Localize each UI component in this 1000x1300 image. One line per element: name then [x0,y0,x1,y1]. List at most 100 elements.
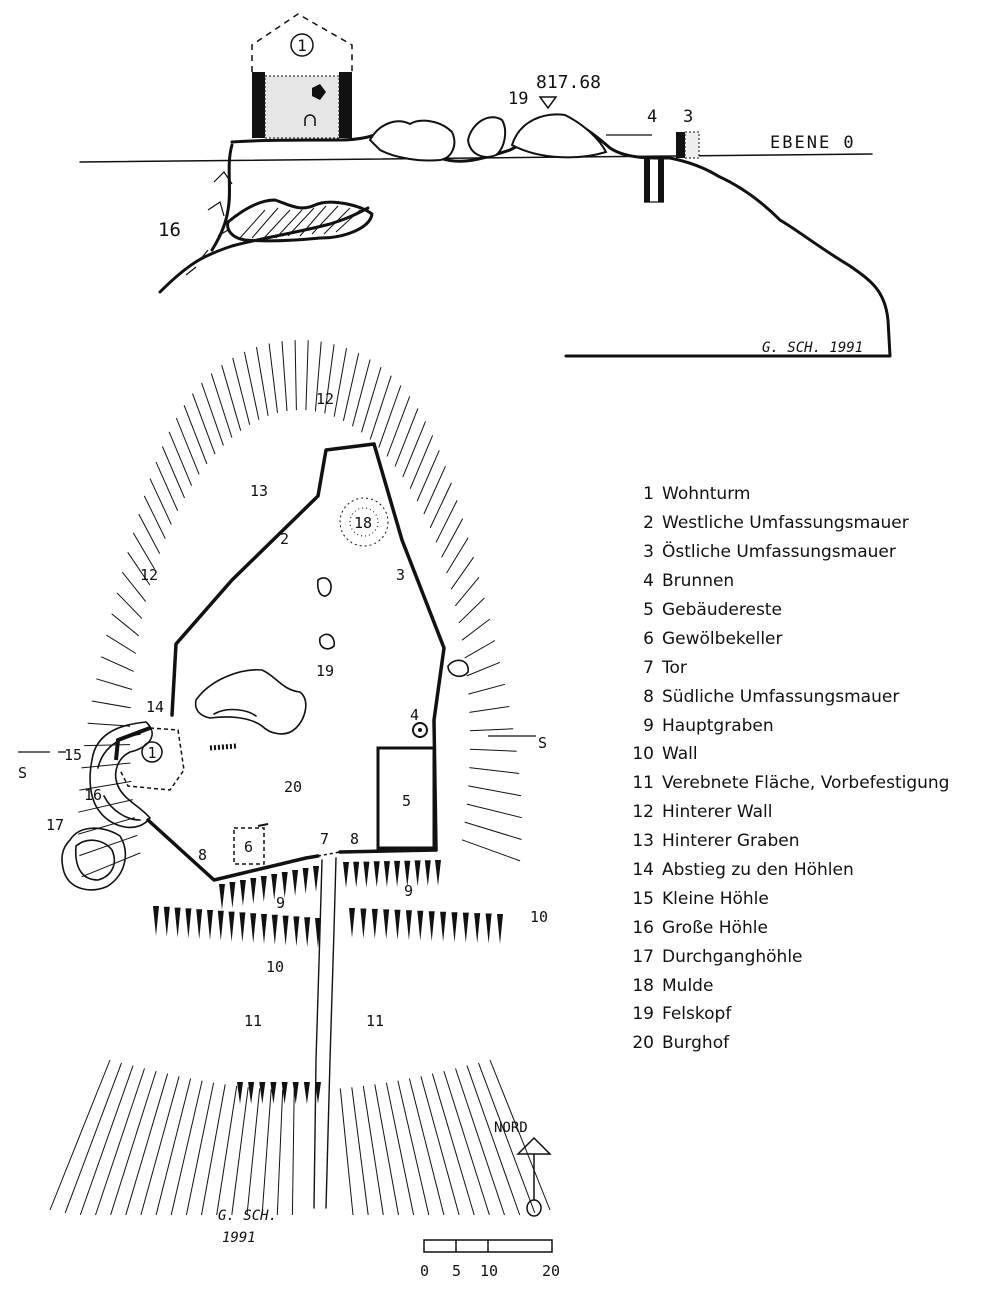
vault-cellar [233,827,265,865]
legend-text: Tor [662,657,687,678]
legend-item: 16 Große Höhle [618,913,988,942]
plan-label-9a: 9 [276,894,285,912]
legend-text: Hauptgraben [662,715,774,736]
legend-item: 14 Abstieg zu den Höhlen [618,856,988,885]
legend-text: Südliche Umfassungsmauer [662,686,900,707]
west-wall [170,442,376,717]
legend-number: 20 [632,1033,654,1054]
tower-section: 1 [251,13,353,139]
legend-item: 7 Tor [618,653,988,682]
scale-label-10: 10 [480,1262,498,1280]
legend-text: Gebäudereste [662,600,782,620]
legend-number: 14 [632,860,654,881]
section-mark-right: S [538,734,547,752]
scale-label-0: 0 [420,1262,429,1280]
legend-text: Hinterer Wall [662,802,773,823]
legend-number: 7 [643,657,654,678]
cave-outlines [61,721,153,891]
legend-item: 19 Felskopf [618,1000,988,1029]
well-symbol [412,722,428,738]
rock-outcrops [368,113,608,162]
legend-number: 18 [632,975,654,996]
tower-label: 1 [297,36,307,55]
legend-text: Brunnen [662,571,735,592]
plan-label-11b: 11 [366,1012,384,1030]
legend-text: Große Höhle [662,917,768,938]
level-label: EBENE 0 [770,133,856,153]
plan-label-10a: 10 [266,958,284,976]
plan-label-9b: 9 [404,882,413,900]
legend-number: 15 [632,888,654,909]
access-road [313,857,337,1209]
plan-label-13: 13 [250,482,268,500]
legend-text: Mulde [662,975,714,996]
plan-label-3: 3 [396,566,405,584]
plan-label-4: 4 [410,706,419,724]
plan-label-7: 7 [320,830,329,848]
legend-text: Kleine Höhle [662,888,769,909]
building-remains [376,746,436,850]
hollow [339,497,389,547]
legend-number: 16 [632,917,654,938]
wall-number: 3 [683,107,693,127]
well-number: 4 [647,107,657,127]
tower-plan: 1 [114,726,237,791]
scale-bar: 0 5 10 20 [420,1239,560,1280]
legend-text: Hinterer Graben [662,831,800,852]
legend-number: 10 [632,744,654,765]
plan-label-10b: 10 [530,908,548,926]
cave-outline [226,198,374,243]
legend-item: 18 Mulde [618,971,988,1000]
legend-number: 19 [632,1004,654,1025]
legend-text: Gewölbekeller [662,628,783,649]
east-wall-section: 3 [676,107,700,159]
north-label: NORD [494,1120,528,1136]
north-arrow: NORD [494,1120,552,1217]
plan-label-12b: 12 [140,566,158,584]
cave-hatching [239,205,361,239]
scale-label-20: 20 [542,1262,560,1280]
terrain-profile [158,143,370,294]
south-wall [146,818,438,882]
ditch-hachures [153,860,503,1104]
legend-text: Felskopf [662,1004,732,1025]
legend-number: 5 [643,600,654,620]
plan-label-11a: 11 [244,1012,262,1030]
legend-number: 3 [643,542,654,563]
plan-label-19: 19 [316,662,334,680]
legend-text: Durchganghöhle [662,946,803,967]
legend-number: 6 [643,628,654,649]
plan-label-18: 18 [354,514,372,532]
legend-item: 15 Kleine Höhle [618,884,988,913]
plan-label-14: 14 [146,698,164,716]
plan-label-2: 2 [280,530,289,548]
legend-text: Westliche Umfassungsmauer [662,513,909,534]
plan-label-20: 20 [284,778,302,796]
plan-label-8a: 8 [198,846,207,864]
legend-text: Abstieg zu den Höhlen [662,860,854,881]
cliff-texture [185,171,233,276]
plan-label-8b: 8 [350,830,359,848]
legend-text: Östliche Umfassungsmauer [662,542,896,563]
section-line [18,735,536,753]
legend-text: Verebnete Fläche, Vorbefestigung [662,773,950,794]
legend-item: 13 Hinterer Graben [618,827,988,856]
section-signature: G. SCH. 1991 [762,340,863,356]
legend-number: 13 [632,831,654,852]
legend-text: Wohnturm [662,484,751,505]
legend-number: 2 [643,513,654,534]
scale-label-5: 5 [452,1262,461,1280]
gate-opening [317,851,341,857]
cave-number: 16 [158,219,181,241]
plan-label-6: 6 [244,838,253,856]
rock-head-outlines [194,577,469,735]
plan-number-labels: 2 3 4 5 6 7 8 8 9 9 10 10 11 11 12 12 13… [46,390,548,1030]
